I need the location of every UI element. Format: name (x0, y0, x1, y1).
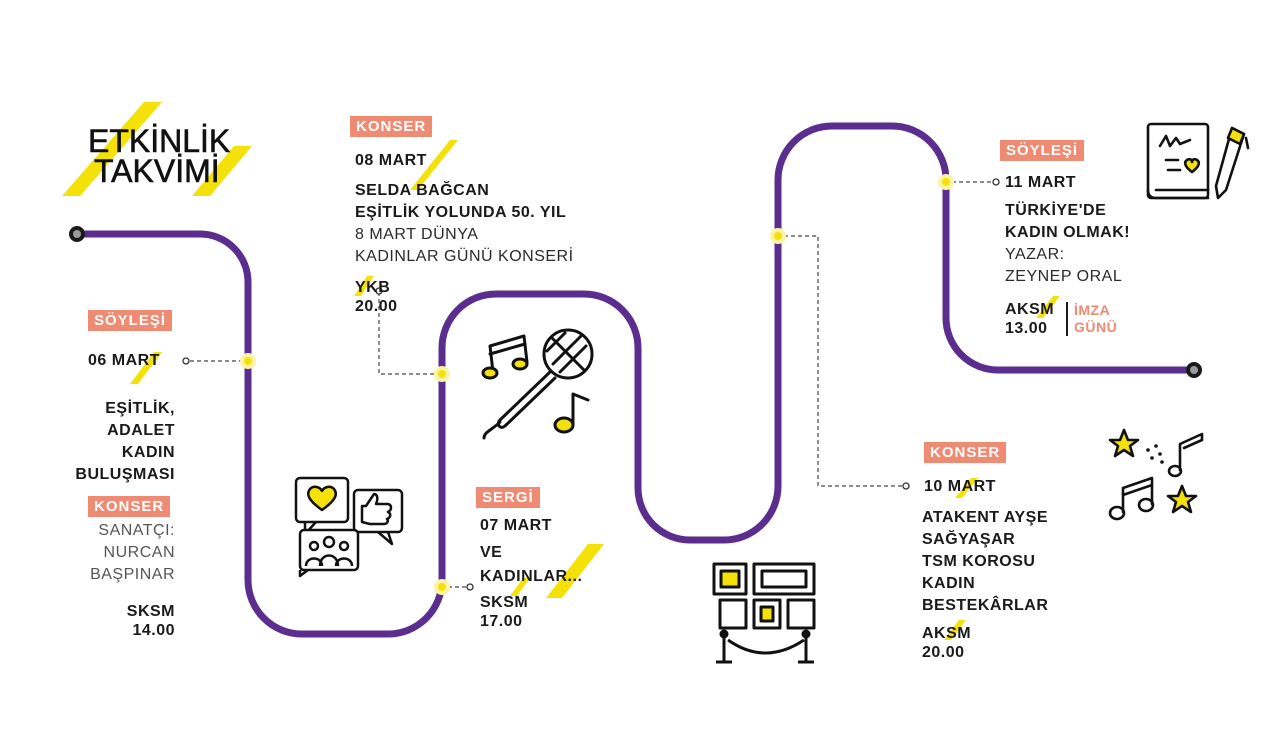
event-07-date: 07 MART (480, 517, 552, 534)
event-06-tag: SÖYLEŞİ (88, 310, 173, 331)
event-06-title: EŞİTLİK, ADALET KADIN BULUŞMASI (75, 400, 175, 483)
event-11-author: YAZAR: ZEYNEP ORAL (1005, 246, 1123, 285)
gallery-icon (712, 562, 816, 664)
event-08-desc: 8 MART DÜNYA KADINLAR GÜNÜ KONSERİ (355, 226, 574, 265)
book-pen-icon (1146, 122, 1250, 200)
title-line-1: ETKİNLİK (88, 123, 231, 159)
event-06-date: 06 MART (88, 352, 160, 369)
event-08-title: SELDA BAĞCAN EŞİTLİK YOLUNDA 50. YIL (355, 182, 567, 221)
event-10-venue: AKSM 20.00 (922, 625, 972, 661)
event-08-tag: KONSER (350, 116, 433, 137)
event-11-divider (1066, 302, 1068, 336)
event-11-note: İMZA GÜNÜ (1074, 302, 1118, 335)
title-line-2: TAKVİMİ (94, 153, 220, 189)
connectors (190, 181, 992, 588)
event-10-tag: KONSER (924, 442, 1007, 463)
event-10-title: ATAKENT AYŞE SAĞYAŞAR TSM KOROSU KADIN B… (922, 509, 1049, 614)
microphone-icon (481, 328, 594, 440)
event-11-venue: AKSM 13.00 (1005, 301, 1055, 337)
event-10-date: 10 MART (924, 478, 996, 495)
event-06-venue: SKSM 14.00 (126, 603, 175, 639)
event-08-date: 08 MART (355, 152, 427, 169)
timeline-path (73, 122, 1198, 638)
event-11-title: TÜRKİYE'DE KADIN OLMAK! (1005, 202, 1131, 241)
path-endpoints (69, 226, 1202, 378)
event-07-title: VE KADINLAR... (480, 544, 583, 585)
event-07-venue: SKSM 17.00 (480, 594, 529, 630)
page-title: ETKİNLİK TAKVİMİ (88, 123, 231, 189)
social-media-icon (294, 476, 404, 578)
event-08-venue: YKB 20.00 (355, 279, 398, 315)
event-11-date: 11 MART (1005, 174, 1077, 191)
event-06-tag2: KONSER (88, 496, 171, 517)
highlight-strokes (62, 102, 1060, 640)
event-07-tag: SERGİ (476, 487, 540, 508)
music-stars-icon (1108, 428, 1204, 521)
event-06-artist: SANATÇI: NURCAN BAŞPINAR (90, 522, 175, 583)
connector-ends (182, 178, 1000, 591)
milestone-dots (240, 174, 954, 595)
event-11-tag: SÖYLEŞİ (1000, 140, 1085, 161)
